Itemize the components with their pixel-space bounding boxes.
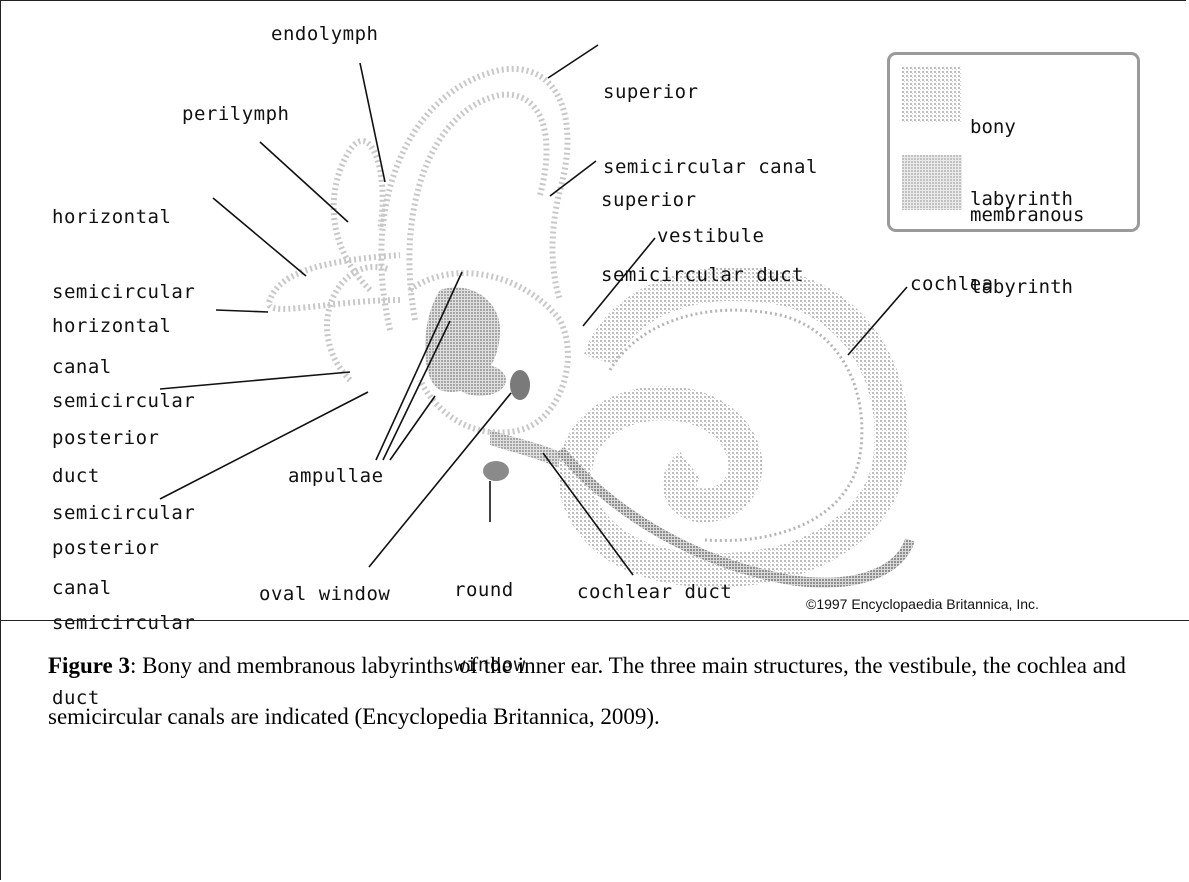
label-line: horizontal [52, 205, 195, 230]
legend-box: bony labyrinth membranous labyrinth [887, 52, 1140, 232]
label-line: semicircular [52, 611, 195, 636]
figure-caption: Figure 3: Bony and membranous labyrinths… [48, 640, 1158, 742]
label-line: superior [601, 188, 804, 213]
legend-membranous-labyrinth: membranous labyrinth [970, 155, 1084, 347]
caption-label: Figure 3 [48, 653, 130, 678]
label-line: horizontal [52, 314, 195, 339]
label-line: round [454, 578, 526, 603]
round-window-shape [483, 461, 509, 481]
label-cochlear-duct: cochlear duct [577, 580, 732, 605]
label-line: posterior [52, 536, 195, 561]
label-oval-window: oval window [259, 582, 390, 607]
membranous-labyrinth-swatch [902, 155, 962, 210]
bony-labyrinth-swatch [902, 67, 962, 122]
label-perilymph: perilymph [182, 102, 289, 127]
label-ampullae: ampullae [288, 464, 384, 489]
legend-line: bony [970, 115, 1073, 139]
legend-line: labyrinth [970, 275, 1084, 299]
caption-text: : Bony and membranous labyrinths of the … [48, 653, 1126, 729]
legend-line: membranous [970, 203, 1084, 227]
label-line: superior [603, 80, 818, 105]
label-vestibule: vestibule [657, 224, 764, 249]
oval-window-shape [510, 370, 530, 400]
copyright-notice: ©1997 Encyclopaedia Britannica, Inc. [806, 596, 1039, 612]
divider [0, 620, 1189, 621]
label-line: posterior [52, 426, 195, 451]
cochlea-spiral [560, 284, 910, 583]
label-endolymph: endolymph [271, 22, 378, 47]
label-line: semicircular duct [601, 263, 804, 288]
